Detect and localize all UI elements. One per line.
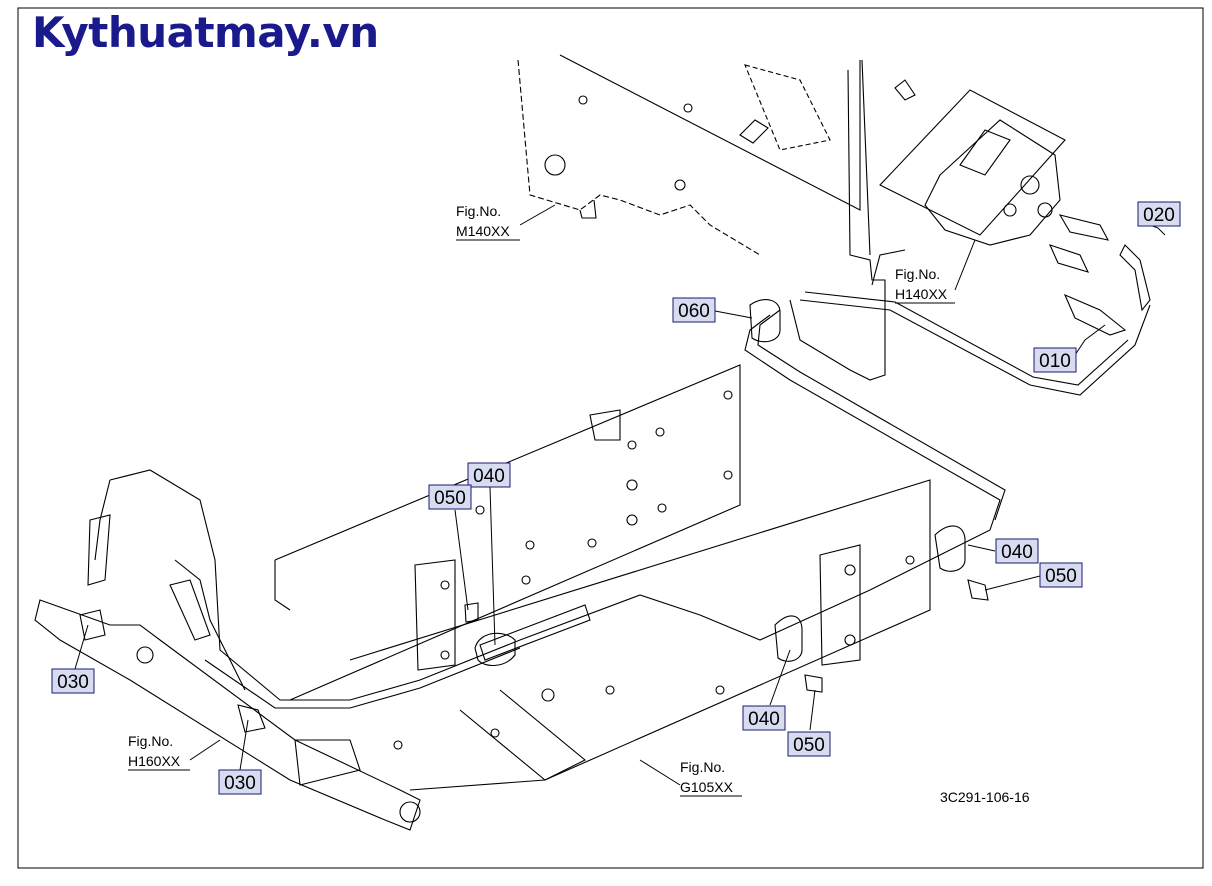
clamp-040-right — [934, 525, 966, 572]
elbow-020 — [1119, 244, 1151, 312]
pipe-3 — [519, 589, 871, 641]
figure-refs: Fig.No. M140XX Fig.No. H140XX Fig.No. H1… — [128, 203, 955, 797]
steering-cylinder — [34, 599, 421, 831]
body-hole-4 — [683, 103, 693, 113]
valve-plate — [879, 89, 1066, 236]
callout-040-right-text: 040 — [1001, 542, 1033, 563]
pipe-2b — [804, 291, 1129, 386]
bracket-tab — [871, 249, 906, 286]
body-slot — [739, 119, 769, 144]
fig-ref-h140: Fig.No. H140XX — [895, 266, 955, 304]
valve-body — [924, 119, 1061, 246]
fig-ref-h140-code: H140XX — [895, 286, 948, 302]
plate-lower — [459, 689, 587, 781]
callout-050-right-text: 050 — [1045, 566, 1077, 587]
callout-030-left: 030 — [51, 668, 95, 694]
callout-030-right-text: 030 — [224, 773, 256, 794]
callout-030-right: 030 — [218, 769, 262, 795]
hose-fitting-left — [87, 514, 111, 586]
fig-ref-m140-label: Fig.No. — [456, 203, 501, 219]
hose-1 — [174, 559, 246, 691]
hose-fitting-mid — [169, 579, 211, 641]
callout-040-right: 040 — [995, 538, 1039, 564]
body-hole-2 — [674, 179, 686, 191]
block-left — [414, 559, 456, 671]
clamp-060-shape — [749, 299, 781, 343]
fig-ref-h160-code: H160XX — [128, 753, 181, 769]
elbow-030-left — [79, 609, 106, 641]
clamp-040-left — [474, 632, 516, 666]
fig-ref-g105: Fig.No. G105XX — [680, 759, 742, 797]
drawing-border — [17, 7, 1204, 869]
cyl-rod-eye — [399, 801, 421, 823]
clamp-040-mid — [774, 615, 803, 662]
pipe-1b — [757, 309, 1006, 521]
callout-010-text: 010 — [1039, 351, 1071, 372]
bolt-050-mid — [804, 674, 823, 693]
callout-060-text: 060 — [678, 301, 710, 322]
valve-bolt — [894, 79, 916, 101]
callout-050-mid-text: 050 — [793, 735, 825, 756]
callout-040-left-text: 040 — [473, 466, 505, 487]
cyl-end — [294, 739, 361, 786]
callout-060: 060 — [672, 297, 716, 323]
callout-030-left-text: 030 — [57, 672, 89, 693]
callout-040-mid: 040 — [742, 705, 786, 731]
drawing-number: 3C291-106-16 — [940, 789, 1030, 805]
callout-050-mid: 050 — [787, 731, 831, 757]
callout-050-left-text: 050 — [434, 488, 466, 509]
linework — [34, 54, 1151, 831]
fitting-1 — [1058, 214, 1110, 241]
body-hole-3 — [578, 95, 588, 105]
callout-050-left: 050 — [428, 484, 472, 510]
body-notch — [579, 199, 597, 219]
frame-rail-end — [274, 560, 291, 611]
valve-port-3 — [1003, 203, 1017, 217]
fig-ref-h140-label: Fig.No. — [895, 266, 940, 282]
callout-010: 010 — [1033, 347, 1077, 373]
callout-040-left: 040 — [467, 462, 511, 488]
valve-cap — [959, 129, 1011, 176]
fitting-010 — [1063, 293, 1127, 336]
pipe-4 — [109, 469, 521, 701]
block-right — [819, 544, 861, 666]
elbow-030-right — [237, 704, 266, 733]
callout-020: 020 — [1137, 201, 1181, 227]
frame-rail-top — [274, 364, 741, 701]
callout-020-text: 020 — [1143, 205, 1175, 226]
fitting-2 — [1048, 244, 1090, 273]
body-hidden-part — [744, 64, 831, 151]
pipe-4b — [204, 647, 521, 709]
body-hole-1 — [544, 154, 566, 176]
crossmember — [479, 604, 591, 661]
callout-040-mid-text: 040 — [748, 709, 780, 730]
fig-ref-h160-label: Fig.No. — [128, 733, 173, 749]
callouts: 020 060 010 040 050 040 — [51, 201, 1181, 795]
pipe-2 — [799, 299, 1151, 396]
brand-watermark: Kythuatmay.vn — [32, 8, 379, 57]
valve-port-1 — [1020, 175, 1040, 195]
frame-tab — [589, 409, 621, 441]
fig-ref-m140-code: M140XX — [456, 223, 510, 239]
fig-ref-h160: Fig.No. H160XX — [128, 733, 190, 771]
bolt-050-left — [464, 602, 479, 623]
body-panel — [559, 54, 861, 211]
pipe-1 — [744, 314, 1001, 591]
valve-port-2 — [1037, 202, 1053, 218]
bracket-edge — [861, 59, 871, 256]
frame-rail-bottom — [349, 479, 931, 791]
cyl-boss — [136, 646, 154, 664]
fig-ref-m140: Fig.No. M140XX — [456, 203, 520, 241]
bolt-050-right — [967, 579, 989, 601]
bracket — [789, 69, 886, 381]
fig-ref-g105-label: Fig.No. — [680, 759, 725, 775]
fig-ref-g105-code: G105XX — [680, 779, 734, 795]
callout-050-right: 050 — [1039, 562, 1083, 588]
pipe-5 — [94, 479, 111, 561]
body-outline-upper — [517, 59, 761, 256]
